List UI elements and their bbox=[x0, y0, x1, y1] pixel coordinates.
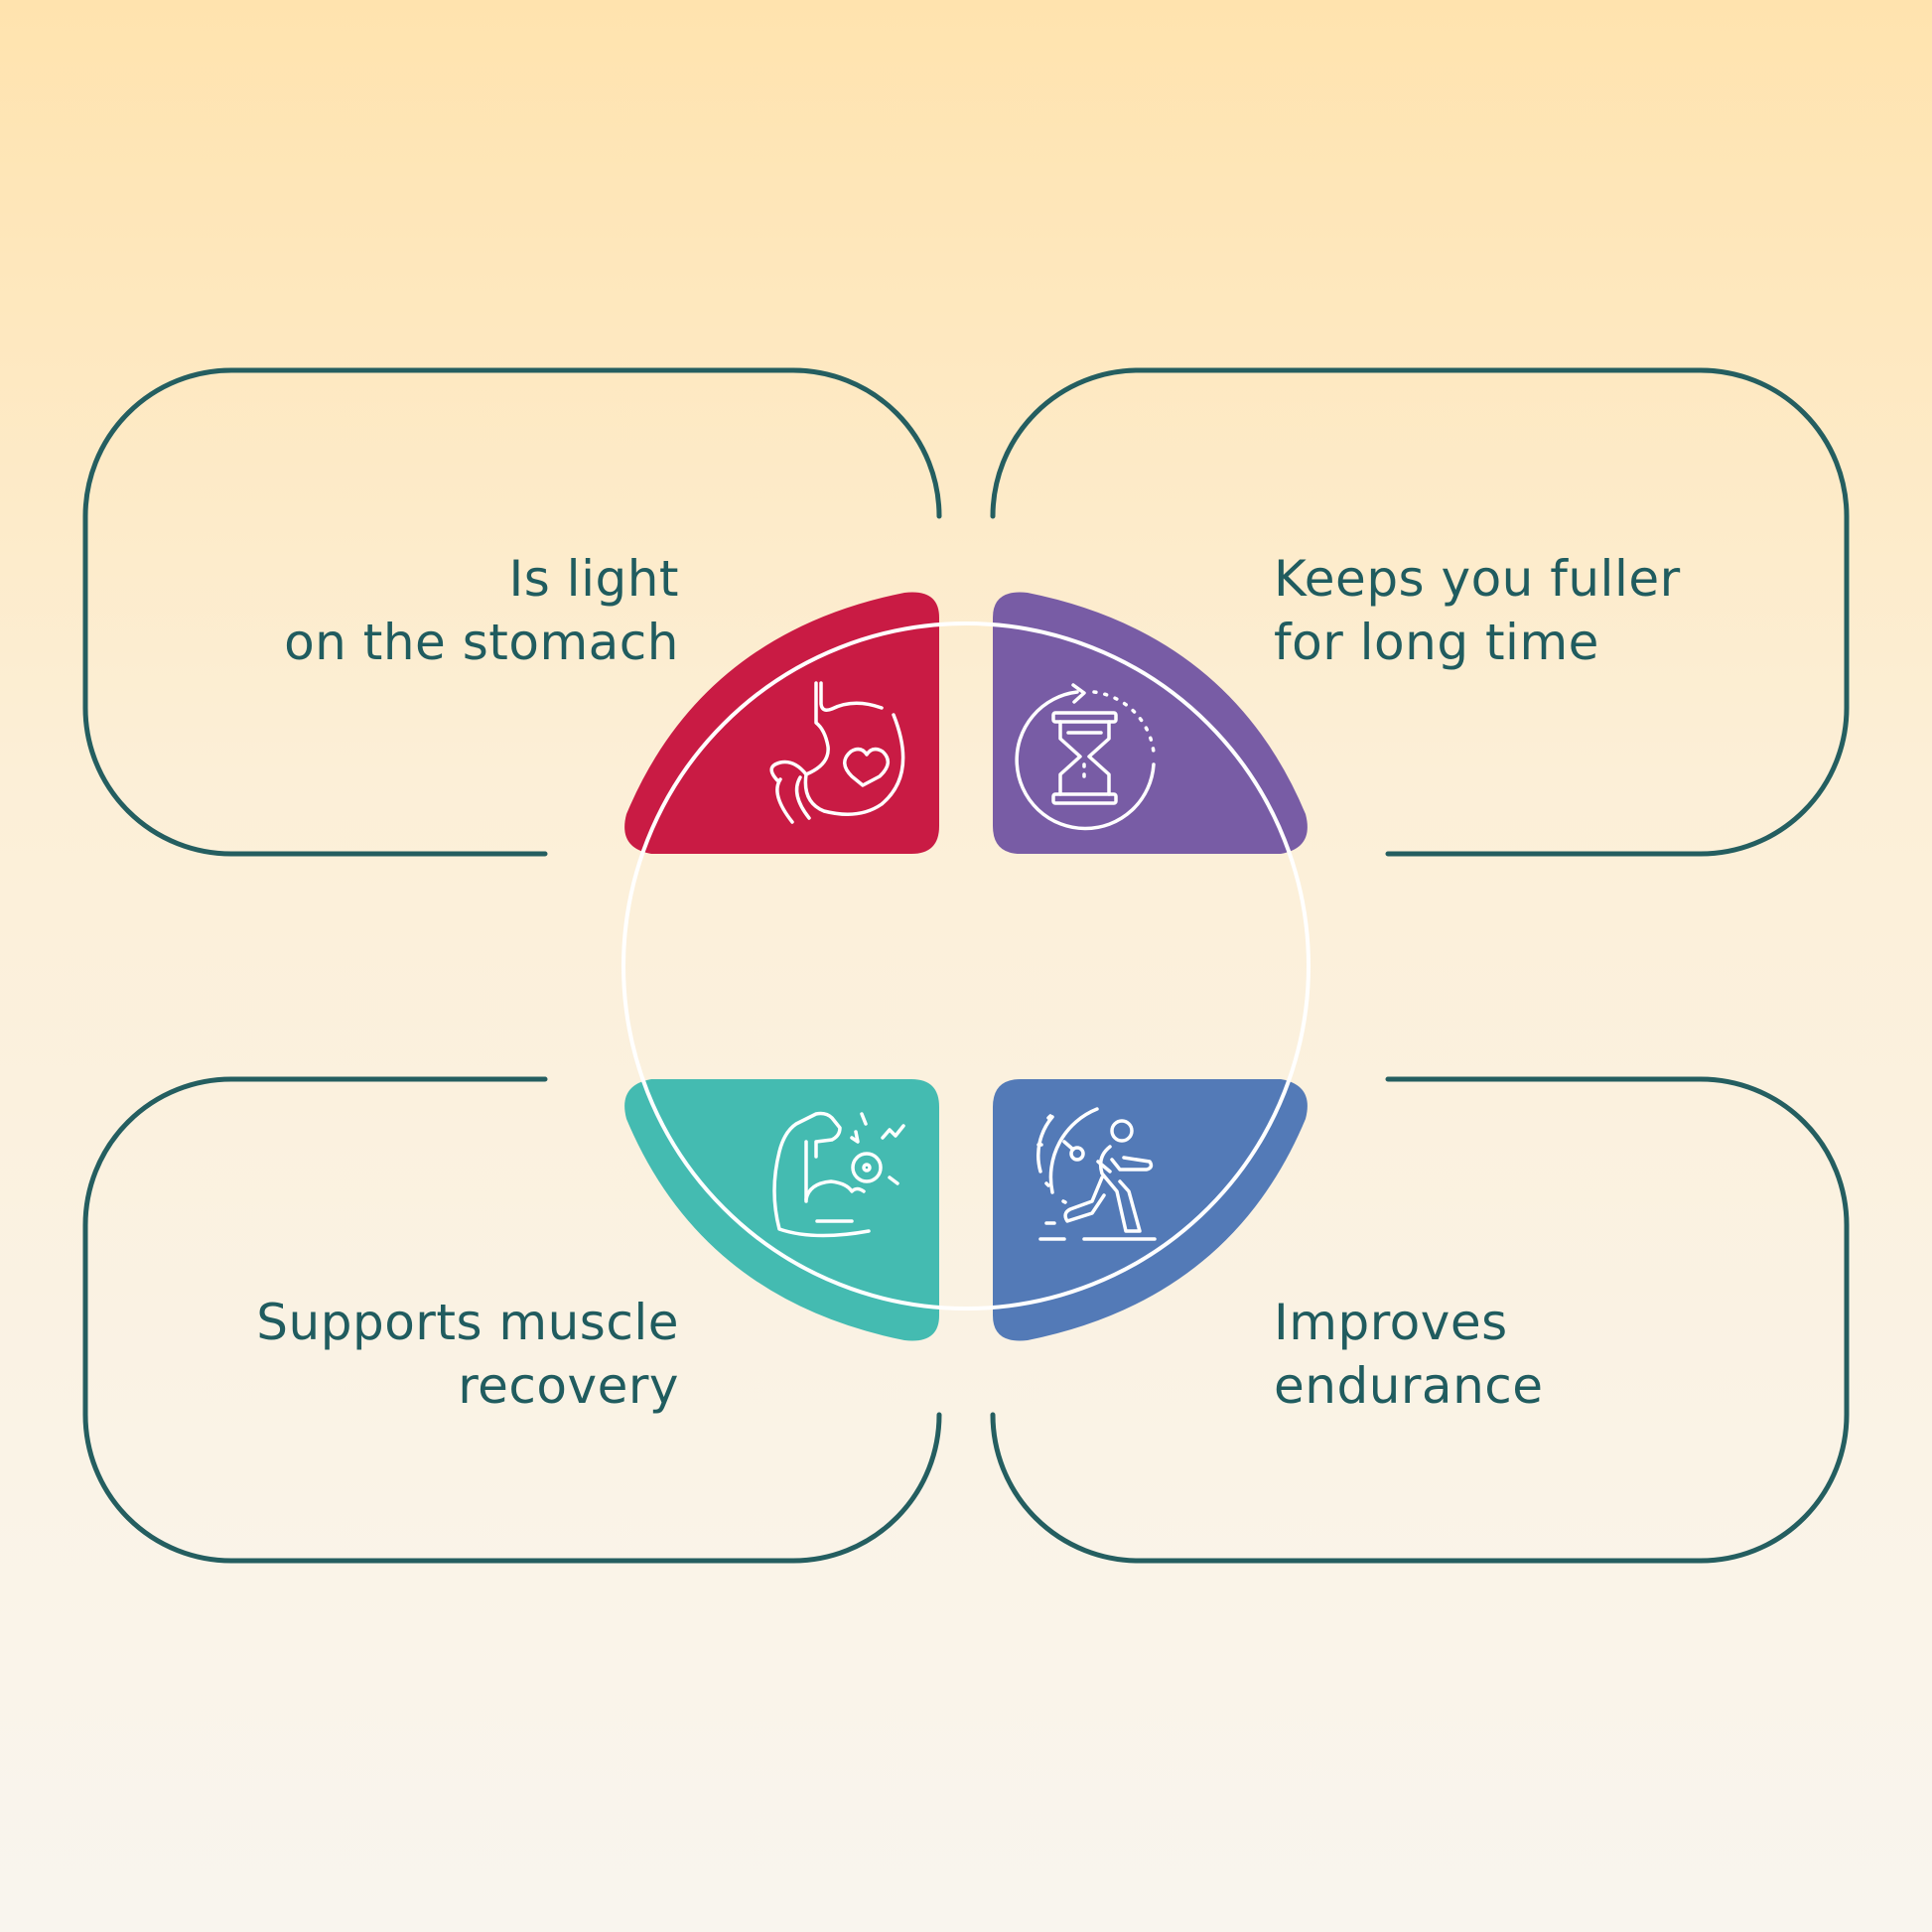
segment-bottom-left bbox=[624, 1079, 939, 1341]
benefit-text-line: Supports muscle bbox=[256, 1294, 679, 1351]
stomach-heart-icon bbox=[769, 681, 905, 824]
benefit-text-line: recovery bbox=[458, 1357, 679, 1415]
hourglass-timer-icon bbox=[1015, 683, 1156, 831]
benefit-text-line: Is light bbox=[508, 550, 679, 608]
benefit-text-line: Keeps you fuller bbox=[1274, 550, 1681, 608]
benefit-light-on-stomach-label: Is light on the stomach bbox=[284, 547, 679, 674]
benefit-text-line: on the stomach bbox=[284, 614, 679, 671]
benefit-endurance-label: Improves endurance bbox=[1274, 1291, 1544, 1418]
benefit-keeps-fuller-label: Keeps you fuller for long time bbox=[1274, 547, 1681, 674]
frame-top-right bbox=[990, 367, 1850, 857]
segment-bottom-right bbox=[993, 1079, 1308, 1341]
frame-top-left bbox=[82, 367, 942, 857]
center-ring bbox=[621, 621, 1311, 1311]
benefit-text-line: Improves bbox=[1274, 1294, 1508, 1351]
frame-bottom-right bbox=[990, 1076, 1850, 1564]
segment-top-right bbox=[993, 592, 1308, 854]
flexed-muscle-icon bbox=[772, 1111, 905, 1238]
benefit-muscle-recovery-label: Supports muscle recovery bbox=[256, 1291, 679, 1418]
benefit-text-line: for long time bbox=[1274, 614, 1599, 671]
running-person-stopwatch-icon bbox=[1036, 1107, 1157, 1241]
benefit-text-line: endurance bbox=[1274, 1357, 1544, 1415]
frame-bottom-left bbox=[82, 1076, 942, 1564]
segment-top-left bbox=[624, 592, 939, 854]
